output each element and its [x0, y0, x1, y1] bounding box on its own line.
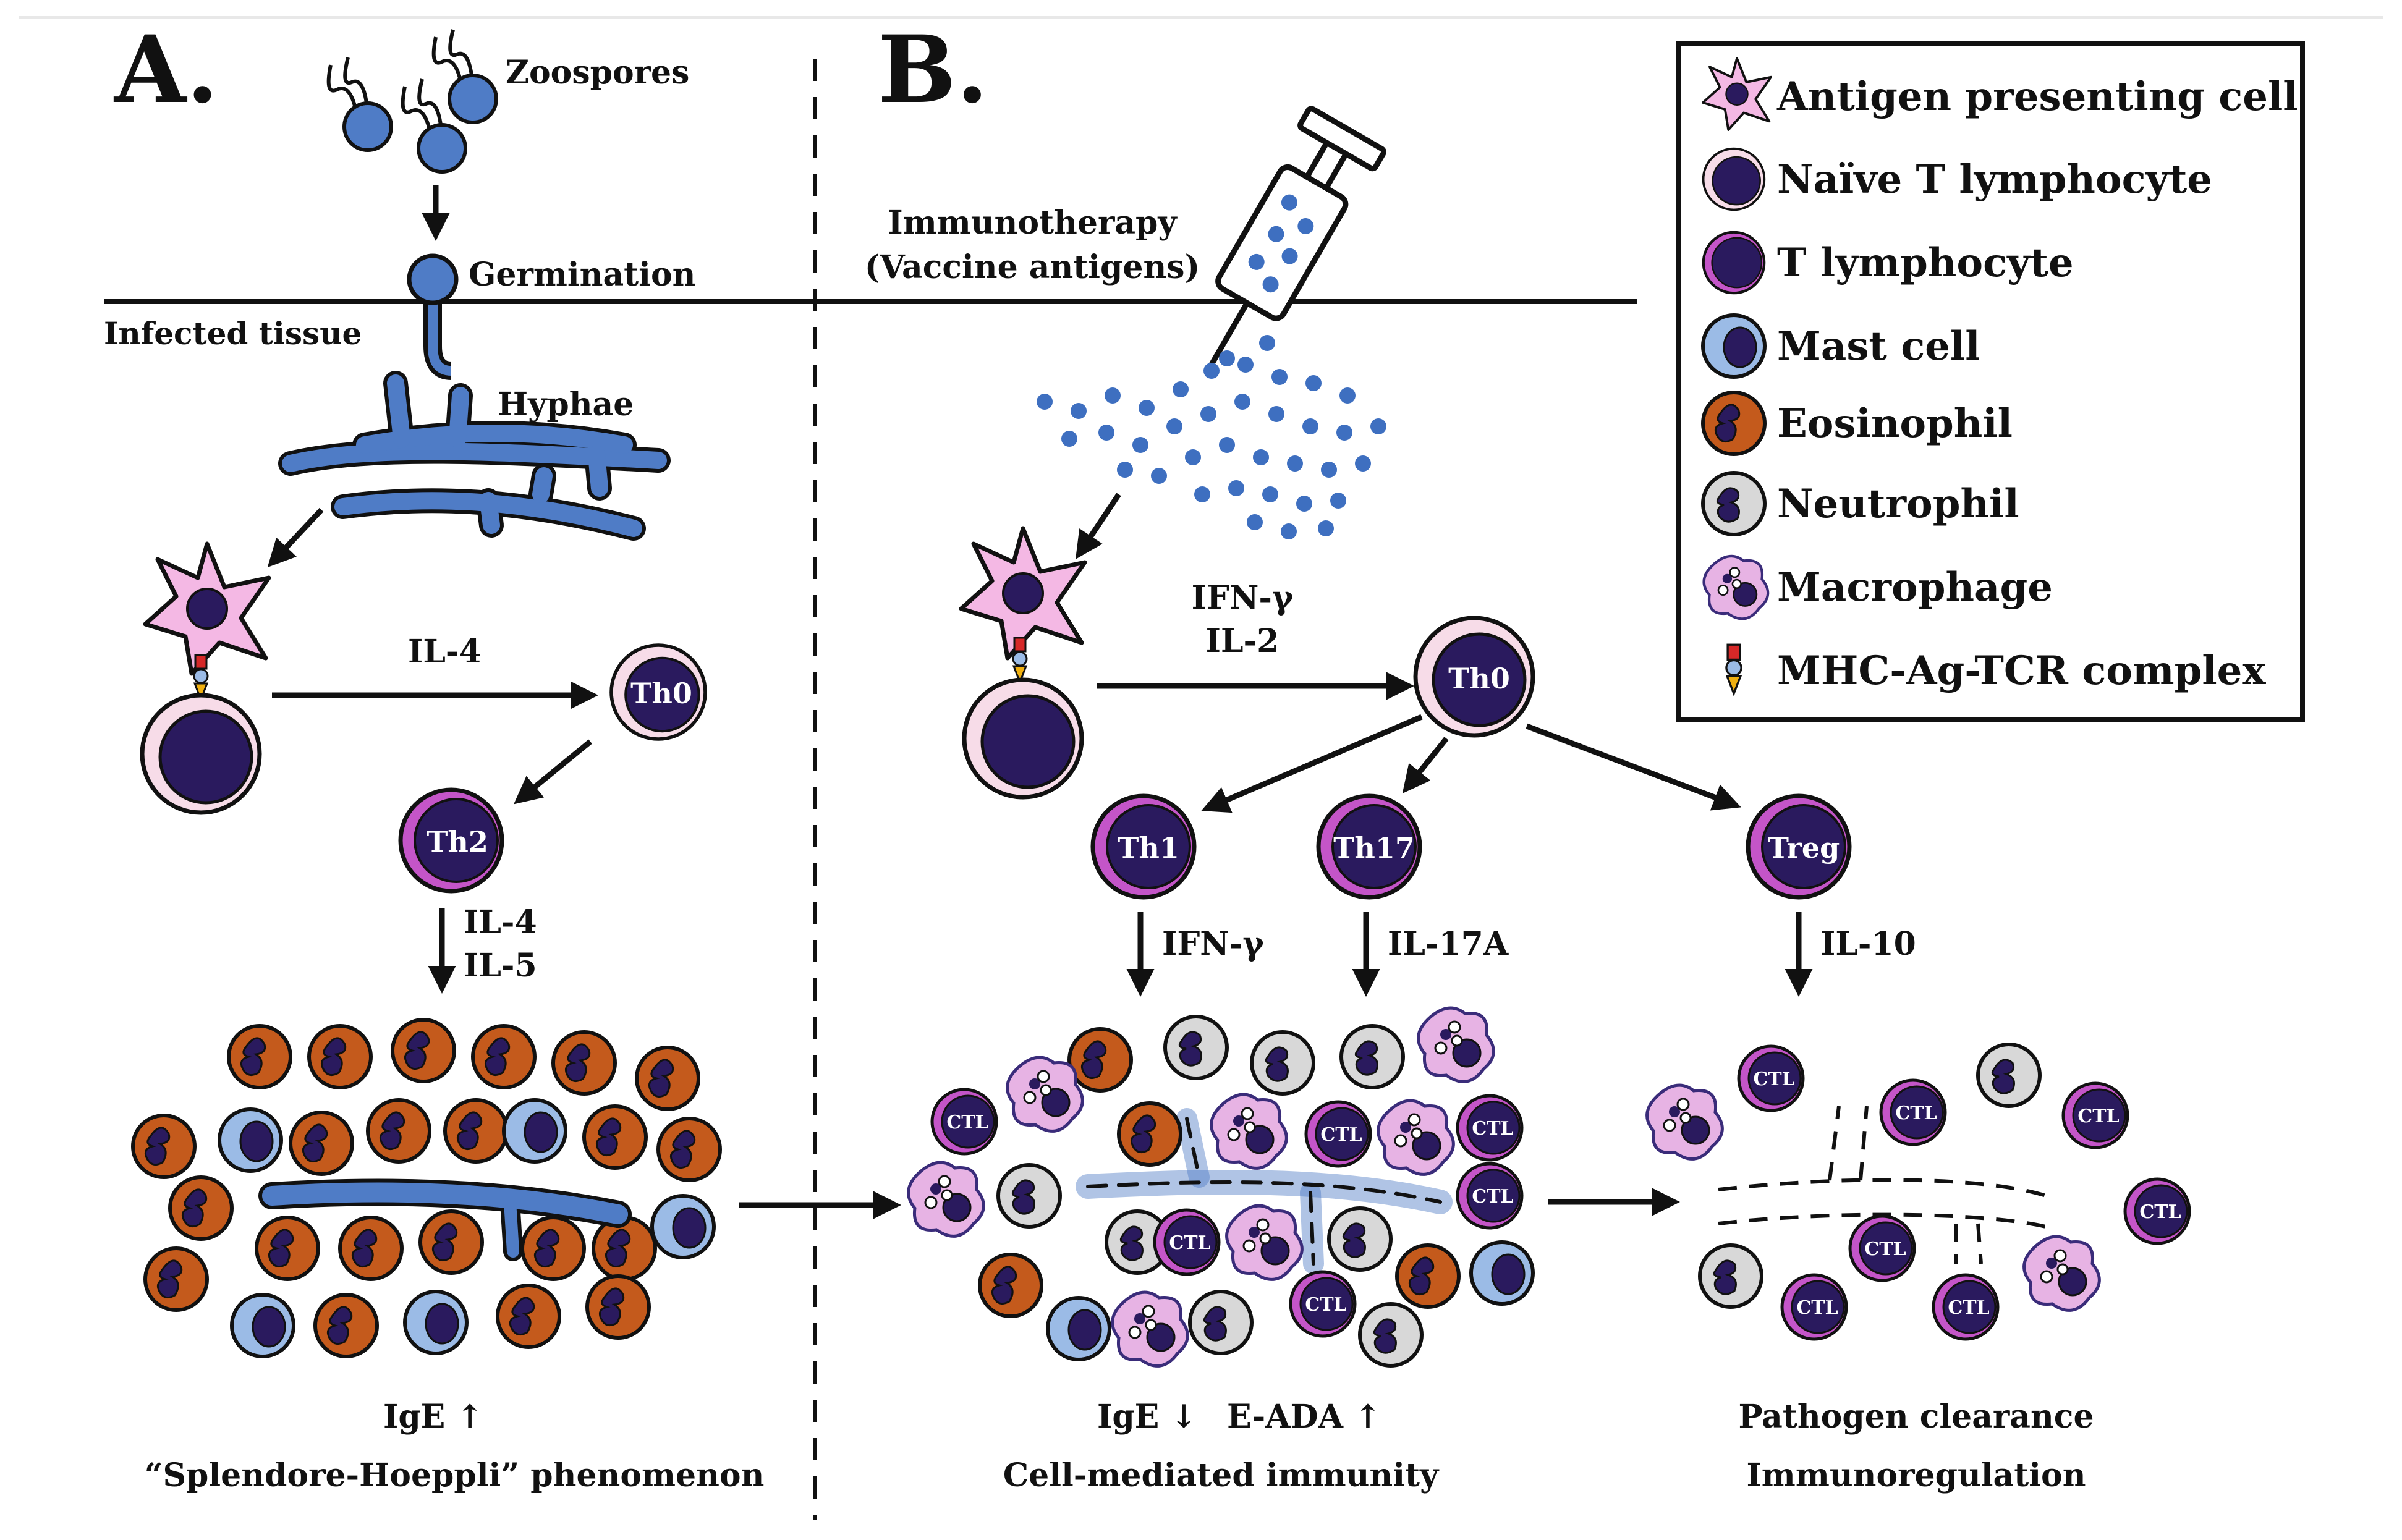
a-cytokine-1: IL-4 — [464, 903, 537, 941]
legend: Antigen presenting cell Naïve T lymphocy… — [1676, 41, 2305, 722]
arrow-antigens-apc — [1076, 493, 1121, 559]
germination-label: Germination — [469, 256, 695, 294]
panel-a-granuloma — [133, 1020, 720, 1356]
zoospores-label: Zoospores — [506, 54, 689, 91]
neutrophil-icon — [1703, 473, 1765, 535]
svg-text:CTL: CTL — [2077, 1106, 2119, 1127]
svg-text:Th0: Th0 — [630, 677, 692, 710]
svg-text:CTL: CTL — [1796, 1297, 1838, 1319]
zoospores-group — [329, 30, 496, 172]
b-ige-label: IgE ↓ — [1097, 1398, 1197, 1436]
th0-cell-a: Th0 — [611, 645, 705, 739]
svg-text:Th2: Th2 — [427, 825, 488, 858]
c-outcome-line2: Immunoregulation — [1746, 1457, 2086, 1494]
th1-cytokine-label: IFN-γ — [1162, 925, 1264, 963]
arrow-th0-th17 — [1402, 737, 1449, 794]
b-cytokine-1: IFN-γ — [1192, 579, 1294, 617]
th17-cytokine-label: IL-17A — [1388, 925, 1509, 963]
mhc-complex-a — [193, 654, 209, 701]
legend-label-mhc: MHC-Ag-TCR complex — [1777, 648, 2266, 694]
legend-label-mac: Macrophage — [1777, 564, 2053, 611]
svg-text:Treg: Treg — [1768, 831, 1840, 865]
eosinophil-icon — [1703, 392, 1765, 454]
immunotherapy-label-2: (Vaccine antigens) — [865, 248, 1200, 286]
mast-cell-icon — [1703, 315, 1765, 377]
legend-label-eos: Eosinophil — [1777, 400, 2013, 447]
arrow-th0-treg — [1526, 723, 1741, 811]
svg-text:Th17: Th17 — [1333, 831, 1415, 865]
panel-b-label: B. — [878, 15, 988, 124]
a-ige-label: IgE ↑ — [383, 1398, 483, 1436]
treg-cell: Treg — [1748, 796, 1849, 897]
legend-label-apc: Antigen presenting cell — [1776, 74, 2298, 120]
svg-text:CTL: CTL — [1305, 1294, 1346, 1316]
b-cytokine-2: IL-2 — [1206, 622, 1280, 660]
b-immunity-label: Cell-mediated immunity — [1003, 1457, 1440, 1494]
mhc-complex-b — [1012, 637, 1028, 683]
svg-text:CTL: CTL — [1169, 1232, 1210, 1254]
svg-text:CTL: CTL — [1864, 1238, 1906, 1260]
panel-b-cluster: CTL CTL CTL CTL CTL CTL — [909, 1008, 1533, 1366]
a-phenomenon-label: “Splendore-Hoeppli” phenomenon — [145, 1457, 765, 1494]
c-outcome-line1: Pathogen clearance — [1738, 1398, 2094, 1436]
infected-tissue-label: Infected tissue — [104, 315, 362, 352]
hyphae-label: Hyphae — [498, 386, 634, 423]
svg-text:CTL: CTL — [2139, 1201, 2181, 1223]
panel-c-cluster: CTL CTL CTL CTL CTL CTL CTL — [1647, 1044, 2189, 1339]
svg-text:CTL: CTL — [1895, 1102, 1937, 1124]
svg-text:Th1: Th1 — [1118, 831, 1179, 865]
legend-label-neu: Neutrophil — [1777, 481, 2019, 527]
vaccine-antigens — [1037, 335, 1386, 539]
macrophage-icon — [1704, 556, 1768, 619]
legend-label-t: T lymphocyte — [1777, 240, 2074, 286]
svg-text:CTL: CTL — [1472, 1118, 1513, 1140]
th1-cell: Th1 — [1093, 796, 1194, 897]
th0-cell-b: Th0 — [1415, 618, 1533, 735]
th2-cell: Th2 — [401, 790, 502, 891]
svg-text:CTL: CTL — [1948, 1297, 1989, 1319]
b-eada-label: E-ADA ↑ — [1227, 1398, 1381, 1436]
svg-text:CTL: CTL — [1320, 1124, 1362, 1146]
legend-box — [1676, 41, 2305, 722]
a-cytokine-2: IL-5 — [464, 947, 537, 984]
arrow-th0-th1 — [1201, 714, 1423, 813]
naive-t-cell-a — [142, 695, 260, 813]
syringe-icon — [1209, 106, 1386, 366]
th17-cell: Th17 — [1318, 796, 1420, 897]
naive-t-cell-b — [964, 680, 1082, 797]
treg-cytokine-label: IL-10 — [1820, 925, 1916, 963]
t-lymphocyte-icon — [1704, 232, 1764, 293]
naive-t-icon — [1702, 147, 1766, 211]
svg-text:CTL: CTL — [1472, 1186, 1513, 1208]
hyphae-network — [278, 371, 671, 541]
svg-text:CTL: CTL — [946, 1112, 988, 1133]
arrow-hyphae-apc — [267, 507, 324, 568]
legend-label-mast: Mast cell — [1777, 323, 1980, 370]
arrow-th0-th2 — [514, 739, 592, 805]
a-il4-label: IL-4 — [408, 633, 482, 671]
immunotherapy-label-1: Immunotherapy — [888, 204, 1178, 242]
panel-a-label: A. — [113, 15, 219, 124]
svg-text:CTL: CTL — [1753, 1068, 1794, 1090]
svg-text:Th0: Th0 — [1448, 662, 1510, 695]
legend-label-naive: Naïve T lymphocyte — [1777, 156, 2212, 203]
germinating-spore — [407, 253, 459, 380]
